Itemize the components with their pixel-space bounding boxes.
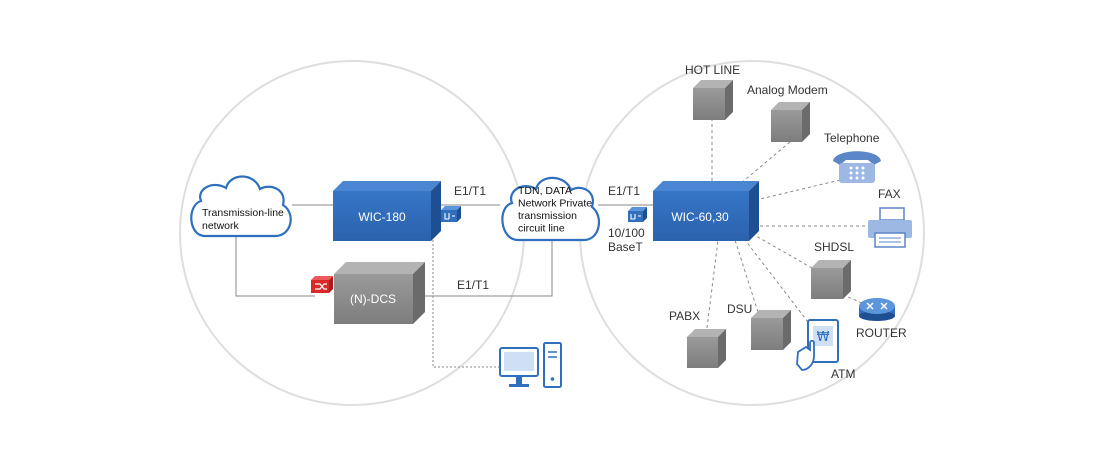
hotline-device bbox=[693, 80, 733, 120]
wic6030-label: WIC-60,30 bbox=[671, 210, 729, 224]
wic180-device: WIC-180 bbox=[333, 181, 441, 241]
ndcs-label: (N)-DCS bbox=[350, 292, 396, 306]
dsu-label: DSU bbox=[727, 302, 752, 316]
fax-label: FAX bbox=[878, 187, 901, 201]
left-connections bbox=[235, 204, 553, 368]
right-spokes bbox=[706, 118, 865, 329]
shdsl-device bbox=[811, 260, 851, 299]
dsu-device bbox=[751, 310, 791, 350]
pabx-device bbox=[687, 329, 726, 368]
router-label: ROUTER bbox=[856, 326, 907, 340]
network-switch-icon bbox=[441, 206, 461, 222]
right-link-label: E1/T1 bbox=[608, 184, 640, 198]
ndcs-device: (N)-DCS bbox=[334, 262, 425, 324]
analog-modem-label: Analog Modem bbox=[747, 83, 828, 97]
left-top-link-label: E1/T1 bbox=[454, 184, 486, 198]
fax-icon bbox=[868, 207, 912, 248]
telephone-label: Telephone bbox=[824, 131, 880, 145]
atm-icon: ₩ bbox=[796, 319, 839, 371]
left-bottom-link-label: E1/T1 bbox=[457, 278, 489, 292]
atm-label: ATM bbox=[831, 367, 855, 381]
pabx-label: PABX bbox=[669, 309, 700, 323]
wic6030-device: WIC-60,30 bbox=[653, 181, 759, 241]
hotline-label: HOT LINE bbox=[685, 63, 740, 77]
shdsl-label: SHDSL bbox=[814, 240, 854, 254]
router-icon bbox=[859, 298, 895, 321]
desktop-computer-icon bbox=[499, 342, 562, 388]
telephone-icon bbox=[833, 151, 881, 183]
atm-currency-symbol: ₩ bbox=[817, 330, 830, 345]
network-switch-icon-right bbox=[628, 207, 647, 222]
wic180-label: WIC-180 bbox=[358, 210, 406, 224]
fiber-switch-icon bbox=[311, 276, 333, 293]
analog-modem-device bbox=[771, 102, 810, 142]
